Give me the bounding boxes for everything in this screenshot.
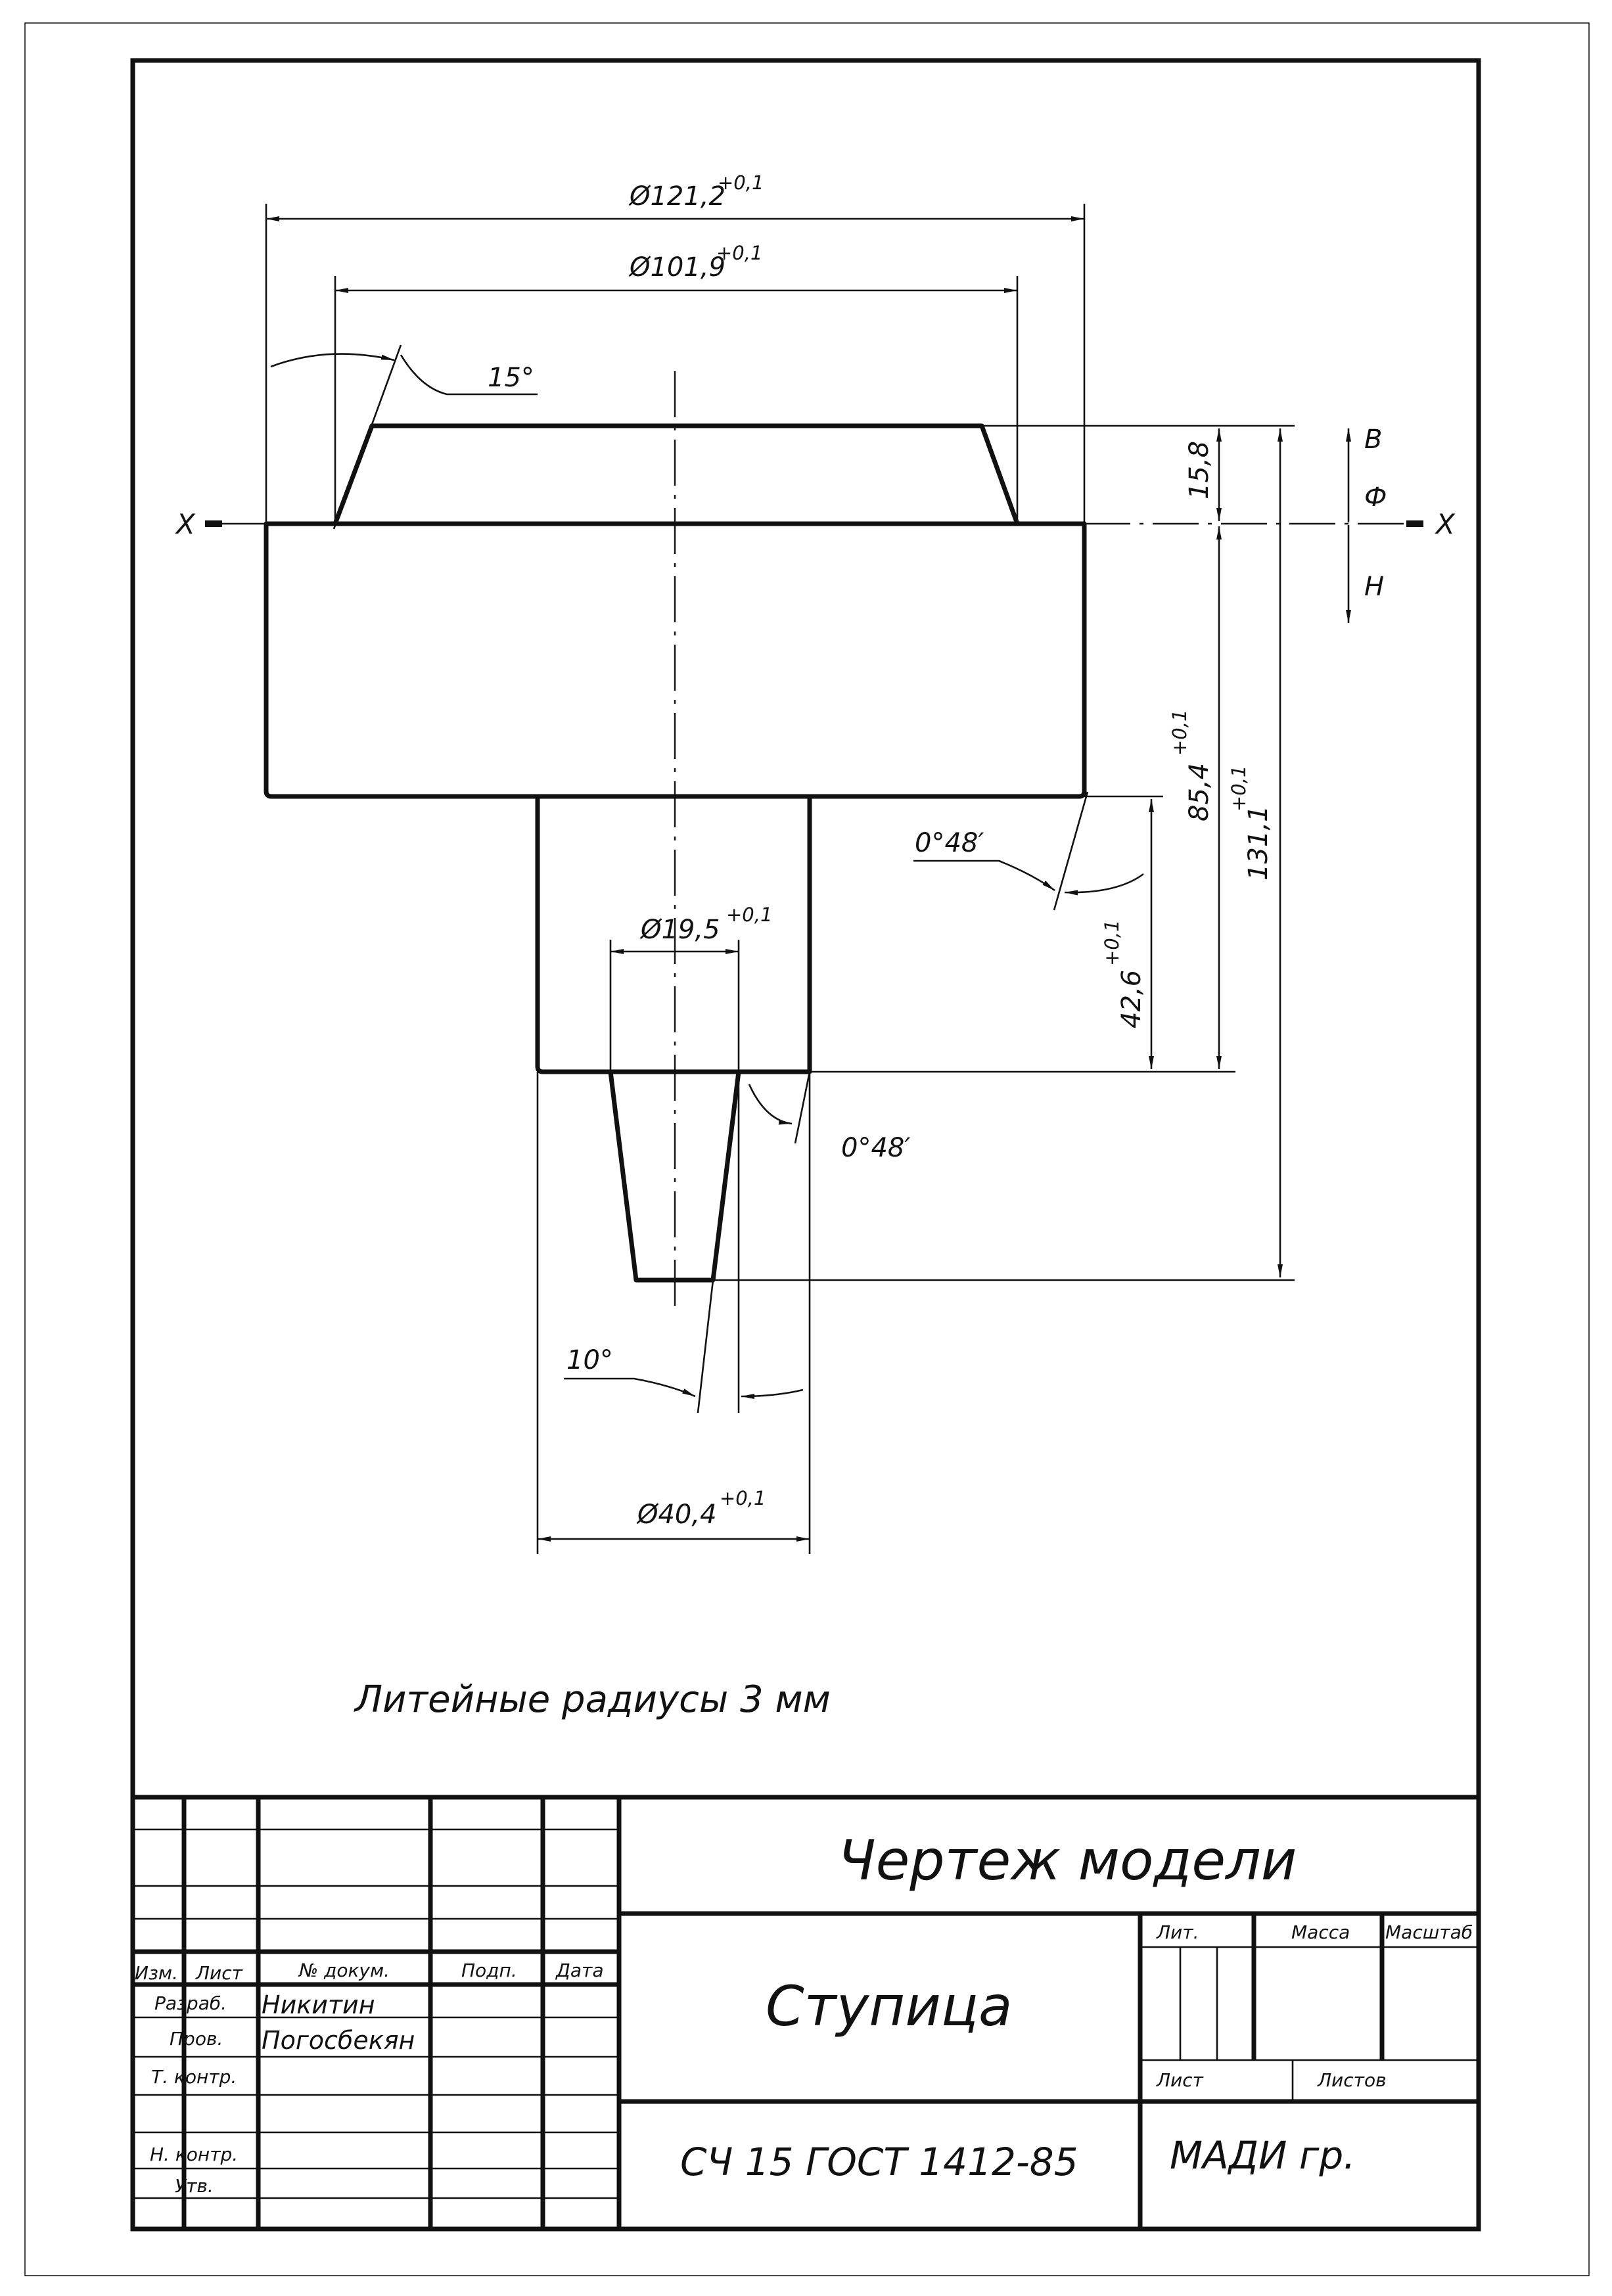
angle-048-b: 0°48′ (748, 1071, 910, 1163)
dim-85-4-tol: +0,1 (1168, 710, 1191, 756)
hdr-data: Дата (555, 1960, 604, 1981)
dim-d19-tol: +0,1 (726, 904, 772, 926)
dim-42-6: 42,6 +0,1 (810, 795, 1235, 1073)
dim-15-8: 15,8 (982, 425, 1295, 521)
angle-10: 10° (564, 1074, 804, 1413)
angle-048-a: 0°48′ (913, 791, 1144, 911)
role-tkontr: Т. контр. (151, 2066, 237, 2088)
axis-n: Н (1364, 572, 1384, 602)
dim-131-1-tol: +0,1 (1228, 766, 1250, 812)
lbl-list: Лист (1156, 2069, 1204, 2091)
angle-15-text: 15° (488, 363, 534, 393)
role-prov: Пров. (170, 2028, 223, 2050)
dim-42-6-tol: +0,1 (1101, 920, 1123, 966)
casting-note: Литейные радиусы 3 мм (354, 1678, 831, 1721)
axis-f: Ф (1364, 482, 1387, 513)
dim-d40-tol: +0,1 (720, 1487, 766, 1509)
role-razrab: Разраб. (154, 1992, 227, 2014)
name-razrab: Никитин (262, 1990, 375, 2019)
hdr-doc: № докум. (298, 1960, 390, 1981)
dim-d101: Ø101,9 +0,1 (334, 242, 1019, 524)
drawing-frame (130, 58, 1481, 2232)
drawing-title: Чертеж модели (838, 1828, 1297, 1893)
dim-131-1: 131,1 +0,1 (713, 428, 1295, 1281)
dim-d121-text: Ø121,2 (628, 181, 725, 212)
hdr-podp: Подп. (461, 1960, 517, 1981)
dim-85-4: 85,4 +0,1 (1168, 526, 1222, 1069)
angle-10-text: 10° (566, 1345, 613, 1375)
lbl-massa: Масса (1291, 1921, 1350, 1943)
role-nkontr: Н. контр. (150, 2144, 238, 2165)
axis-x-left: X (175, 508, 196, 540)
dim-d19: Ø19,5 +0,1 (609, 904, 772, 1072)
axis-x-right: X (1435, 508, 1456, 540)
part-name: Ступица (766, 1974, 1012, 2038)
angle-15: 15° (270, 344, 538, 530)
direction-marker: В Ф Н (1346, 425, 1387, 623)
hdr-list: Лист (195, 1962, 243, 1984)
dim-85-4-text: 85,4 (1184, 763, 1214, 821)
title-block: Изм. Лист № докум. Подп. Дата Разраб. Пр… (133, 1795, 1479, 2229)
axis-b: В (1364, 425, 1382, 455)
dim-d101-tol: +0,1 (716, 242, 762, 264)
dim-131-1-text: 131,1 (1243, 805, 1274, 881)
material-spec: СЧ 15 ГОСТ 1412-85 (680, 2140, 1078, 2184)
angle-048-b-text: 0°48′ (841, 1133, 910, 1163)
role-utv: Утв. (175, 2175, 214, 2197)
main-flange (264, 521, 1087, 799)
hub-cylinder (535, 796, 812, 1074)
hdr-izm: Изм. (135, 1962, 178, 1984)
dim-d40-text: Ø40,4 (636, 1500, 717, 1530)
lbl-listov: Листов (1317, 2069, 1387, 2091)
dim-d121: Ø121,2 +0,1 (265, 172, 1086, 524)
dim-15-8-text: 15,8 (1184, 441, 1214, 499)
dim-d40: Ø40,4 +0,1 (536, 1072, 811, 1554)
sheet-trim (24, 22, 1590, 2276)
dim-d19-text: Ø19,5 (639, 915, 720, 945)
dim-42-6-text: 42,6 (1117, 970, 1147, 1028)
top-frustum (333, 423, 1020, 525)
angle-048-a-text: 0°48′ (915, 828, 984, 858)
axis-x: X X (175, 508, 1456, 540)
lbl-lit: Лит. (1156, 1921, 1199, 1943)
lbl-masshtab: Масштаб (1385, 1921, 1473, 1943)
organization: МАДИ гр. (1170, 2133, 1356, 2178)
dim-d121-tol: +0,1 (718, 172, 764, 194)
dim-d101-text: Ø101,9 (628, 252, 725, 283)
name-prov: Погосбекян (262, 2026, 415, 2055)
